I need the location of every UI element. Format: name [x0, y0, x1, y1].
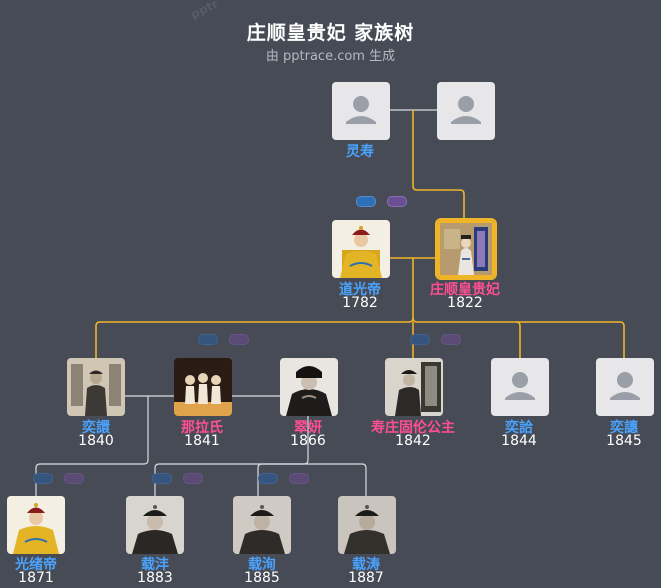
avatar-zhuangshun[interactable] — [437, 220, 495, 278]
expand-ancestors-button[interactable] — [410, 334, 430, 345]
person-name-yihui[interactable]: 奕譓 — [610, 420, 638, 436]
expand-relatives-button[interactable] — [289, 473, 309, 484]
birth-year-daoguang: 1782 — [342, 295, 378, 311]
avatar-cuiyan[interactable] — [280, 358, 338, 416]
descent-line — [257, 463, 308, 496]
expand-ancestors-button[interactable] — [152, 473, 172, 484]
avatar-zaifeng[interactable] — [126, 496, 184, 554]
person-placeholder-icon — [332, 82, 390, 140]
page-subtitle: 由 pptrace.com 生成 — [265, 49, 396, 64]
person-placeholder-icon — [596, 358, 654, 416]
avatar-guangxu[interactable] — [7, 496, 65, 554]
consort-portrait-image — [440, 223, 492, 275]
prince-photo-image — [233, 496, 291, 554]
avatar-lingshou[interactable] — [332, 82, 390, 140]
birth-year-zaifeng: 1883 — [137, 570, 173, 586]
expand-relatives-button[interactable] — [229, 334, 249, 345]
descent-line — [154, 396, 309, 496]
highlight-line — [412, 110, 465, 220]
person-name-yihe[interactable]: 奕詥 — [505, 420, 533, 436]
descent-line — [35, 396, 149, 496]
avatar-yixuan[interactable] — [67, 358, 125, 416]
avatar-zaixun[interactable] — [233, 496, 291, 554]
person-name-cuiyan[interactable]: 翠妍 — [294, 420, 322, 436]
avatar-yihe[interactable] — [491, 358, 549, 416]
person-placeholder-icon — [437, 82, 495, 140]
person-name-zhuangshun[interactable]: 庄顺皇贵妃 — [430, 282, 500, 298]
birth-year-cuiyan: 1866 — [290, 433, 326, 449]
prince-photo-image — [67, 358, 125, 416]
group-photo-image — [174, 358, 232, 416]
princess-photo-image — [385, 358, 443, 416]
avatar-daoguang[interactable] — [332, 220, 390, 278]
avatar-yihui[interactable] — [596, 358, 654, 416]
highlight-line — [516, 321, 625, 358]
person-name-zaitao[interactable]: 载涛 — [352, 557, 380, 573]
prince-photo-image — [338, 496, 396, 554]
expand-ancestors-button[interactable] — [33, 473, 53, 484]
expand-ancestors-button[interactable] — [356, 196, 376, 207]
expand-relatives-button[interactable] — [387, 196, 407, 207]
expand-relatives-button[interactable] — [64, 473, 84, 484]
person-name-guangxu[interactable]: 光绪帝 — [15, 557, 57, 573]
birth-year-nala: 1841 — [184, 433, 220, 449]
consort-photo-image — [280, 358, 338, 416]
person-name-lingshou[interactable]: 灵寿 — [346, 144, 374, 160]
avatar-zaitao[interactable] — [338, 496, 396, 554]
person-name-shouzhuang[interactable]: 寿庄固伦公主 — [371, 420, 455, 436]
expand-relatives-button[interactable] — [441, 334, 461, 345]
page-title: 庄顺皇贵妃 家族树 — [246, 22, 415, 44]
avatar-lingshou-spouse[interactable] — [437, 82, 495, 140]
person-name-nala[interactable]: 那拉氏 — [181, 420, 223, 436]
person-name-yixuan[interactable]: 奕譞 — [82, 420, 110, 436]
birth-year-shouzhuang: 1842 — [395, 433, 431, 449]
person-placeholder-icon — [491, 358, 549, 416]
birth-year-yihui: 1845 — [606, 433, 642, 449]
birth-year-zhuangshun: 1822 — [447, 295, 483, 311]
expand-ancestors-button[interactable] — [258, 473, 278, 484]
expand-relatives-button[interactable] — [183, 473, 203, 484]
emperor-portrait-image — [7, 496, 65, 554]
birth-year-zaixun: 1885 — [244, 570, 280, 586]
person-name-zaixun[interactable]: 载洵 — [248, 557, 276, 573]
person-name-zaifeng[interactable]: 载沣 — [141, 557, 169, 573]
birth-year-yixuan: 1840 — [78, 433, 114, 449]
avatar-shouzhuang[interactable] — [385, 358, 443, 416]
person-name-daoguang[interactable]: 道光帝 — [339, 282, 381, 298]
birth-year-guangxu: 1871 — [18, 570, 54, 586]
prince-photo-image — [126, 496, 184, 554]
birth-year-yihe: 1844 — [501, 433, 537, 449]
descent-line — [308, 463, 367, 496]
emperor-portrait-image — [332, 220, 390, 278]
avatar-nala[interactable] — [174, 358, 232, 416]
expand-ancestors-button[interactable] — [198, 334, 218, 345]
birth-year-zaitao: 1887 — [348, 570, 384, 586]
